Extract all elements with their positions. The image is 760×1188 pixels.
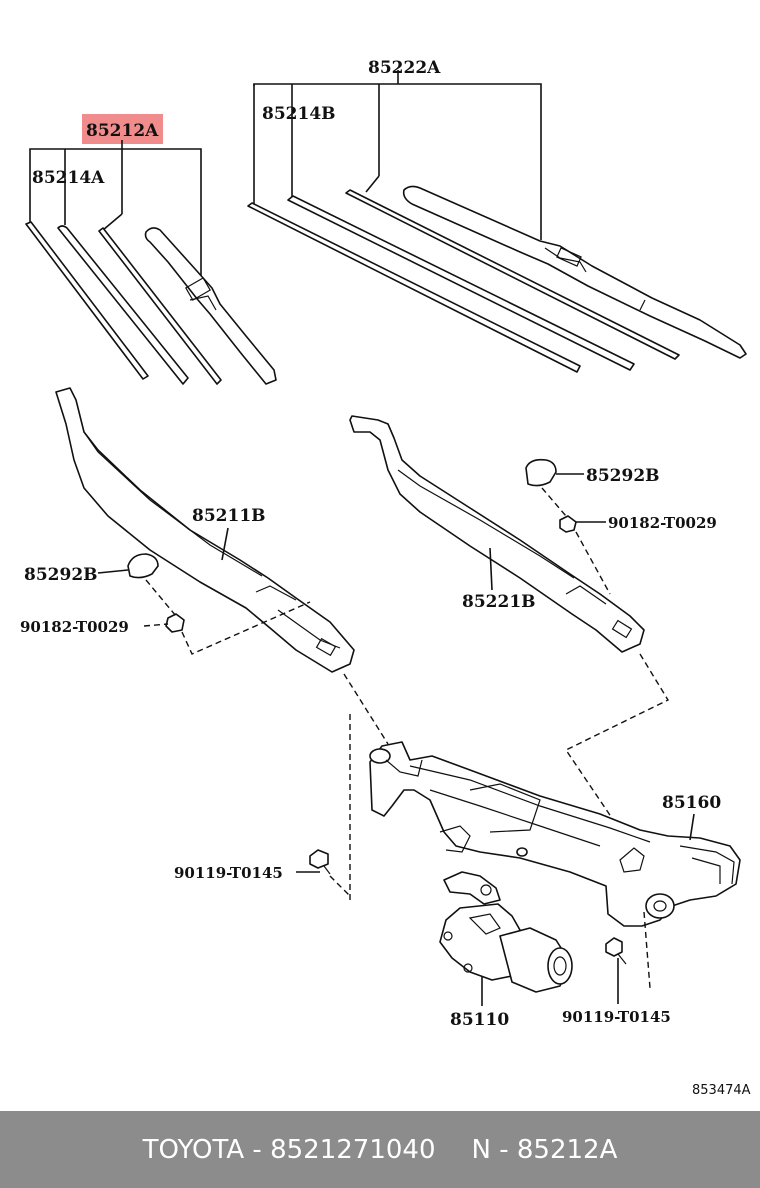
footer-n-label: N — [471, 1134, 491, 1165]
blade-strip-right-1 — [247, 202, 581, 373]
blade-assembly-right — [247, 70, 747, 373]
blade-rubber-left — [98, 227, 222, 385]
wiper-link — [369, 741, 741, 927]
highlight-85212A — [82, 114, 163, 144]
blade-strip-left-2 — [57, 225, 189, 385]
wiper-motor — [439, 871, 573, 993]
label-85214B: 85214B — [262, 104, 336, 124]
label-85221B: 85221B — [462, 592, 536, 612]
label-90119-left: 90119-T0145 — [174, 864, 283, 882]
footer-part-number: 8521271040 — [270, 1134, 436, 1165]
footer-brand: TOYOTA — [142, 1134, 245, 1165]
nut-right — [559, 515, 577, 533]
label-85212A: 85212A — [86, 121, 159, 141]
blade-body-left — [144, 227, 277, 385]
nut-left — [165, 613, 185, 633]
bolt-right — [605, 937, 627, 965]
diagram-ref-number: 853474A — [692, 1083, 751, 1098]
footer-n-value: 85212A — [516, 1134, 618, 1165]
cap-left — [127, 553, 159, 579]
blade-rubber-right — [345, 189, 680, 360]
blade-assembly-left — [25, 114, 277, 385]
label-85211B: 85211B — [192, 506, 266, 526]
parts-diagram: 85222A 85214B 85212A 85214A 85211B 85292… — [20, 58, 751, 1098]
label-85292B-right: 85292B — [586, 466, 660, 486]
footer-separator-1: - — [244, 1134, 271, 1165]
label-85292B-left: 85292B — [24, 565, 98, 585]
label-90119-right: 90119-T0145 — [562, 1008, 671, 1026]
bolt-left — [309, 849, 331, 875]
blade-strip-right-2 — [287, 195, 635, 371]
label-85160: 85160 — [662, 793, 721, 813]
footer-separator-2: - — [490, 1134, 517, 1165]
label-85110: 85110 — [450, 1010, 509, 1030]
label-90182-right: 90182-T0029 — [608, 514, 717, 532]
blade-body-right — [402, 185, 747, 359]
cap-right — [525, 458, 557, 487]
wiper-arm-left — [55, 387, 355, 673]
footer-bar: TOYOTA - 8521271040 N - 85212A — [0, 1111, 760, 1188]
blade-strip-left-1 — [25, 221, 149, 380]
label-90182-left: 90182-T0029 — [20, 618, 129, 636]
wiper-arm-right — [349, 415, 645, 653]
label-85222A: 85222A — [368, 58, 441, 78]
label-85214A: 85214A — [32, 168, 105, 188]
